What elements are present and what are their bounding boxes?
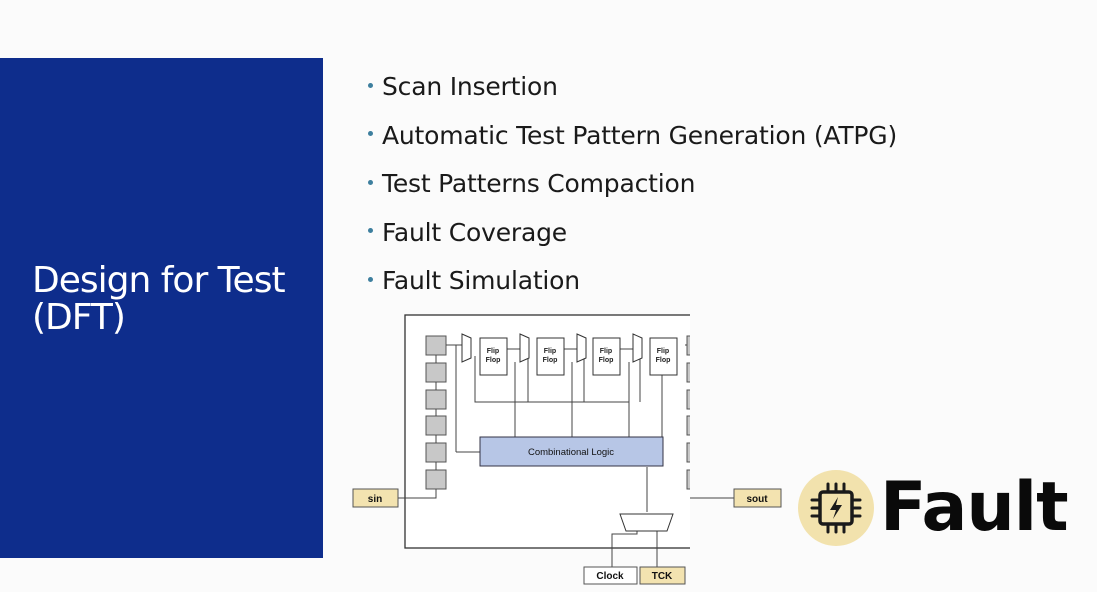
bullet-dot-icon <box>368 276 373 282</box>
bullet-dot-icon <box>368 131 373 136</box>
combinational-logic-block <box>479 436 664 467</box>
mux <box>461 333 472 363</box>
flip-flop-label: Flop <box>656 357 671 364</box>
flip-flop-label: Flip <box>544 348 556 355</box>
flip-flops <box>479 337 678 376</box>
bullet-item: Test Patterns Compaction <box>368 167 897 216</box>
combinational-logic-label: Combinational Logic <box>528 447 614 458</box>
title-line-2: (DFT) <box>32 297 126 338</box>
flip-flop <box>592 337 621 376</box>
io-pad <box>686 469 690 490</box>
tck-box <box>639 566 686 585</box>
flip-flop-label: Flop <box>543 357 558 364</box>
io-pad <box>425 389 447 410</box>
flip-flop-label: Flop <box>599 357 614 364</box>
io-pad <box>425 442 447 463</box>
flip-flop-label: Flop <box>486 357 501 364</box>
bullet-dot-icon <box>368 82 373 88</box>
sout-connector: sout <box>690 488 782 508</box>
sin-box <box>352 488 399 508</box>
sout-label: sout <box>746 494 768 505</box>
right-io-pads <box>686 335 690 490</box>
io-pad <box>686 362 690 383</box>
mux <box>576 333 587 363</box>
io-pad <box>425 362 447 383</box>
title-panel <box>0 58 323 558</box>
logo-wordmark: Fault <box>880 468 1069 547</box>
fault-logo: Fault <box>798 468 1078 550</box>
flip-flop-label: Flip <box>657 348 669 355</box>
sin-label: sin <box>368 494 382 505</box>
bullet-item: Fault Simulation <box>368 264 897 313</box>
io-pad <box>686 335 690 356</box>
io-pad <box>686 442 690 463</box>
bullet-item: Scan Insertion <box>368 70 897 119</box>
io-pad <box>425 469 447 490</box>
io-pad <box>686 415 690 436</box>
logo-circle <box>798 470 874 546</box>
scan-chain-diagram: Flip Flop Flip Flop Flip Flop Flip Flop … <box>352 314 690 585</box>
io-pad <box>425 415 447 436</box>
clock-mux <box>619 513 674 532</box>
flip-flop-label: Flip <box>600 348 612 355</box>
mux <box>519 333 530 363</box>
bullet-dot-icon <box>368 228 373 233</box>
io-pad <box>686 389 690 410</box>
title-line-1: Design for Test <box>32 260 286 301</box>
slide-title: Design for Test (DFT) <box>32 262 317 336</box>
tck-label: TCK <box>652 571 673 582</box>
flip-flop <box>649 337 678 376</box>
flip-flop <box>479 337 508 376</box>
clock-label: Clock <box>596 571 624 582</box>
sout-box <box>733 488 782 508</box>
scan-muxes <box>461 333 643 363</box>
bullet-item: Fault Coverage <box>368 216 897 265</box>
bullet-item: Automatic Test Pattern Generation (ATPG) <box>368 119 897 168</box>
clock-box <box>583 566 638 585</box>
flip-flop <box>536 337 565 376</box>
mux <box>632 333 643 363</box>
bullet-list: Scan Insertion Automatic Test Pattern Ge… <box>368 70 897 313</box>
bullet-dot-icon <box>368 179 373 185</box>
chip-lightning-icon <box>810 482 862 534</box>
flip-flop-label: Flip <box>487 348 499 355</box>
io-pad <box>425 335 447 356</box>
